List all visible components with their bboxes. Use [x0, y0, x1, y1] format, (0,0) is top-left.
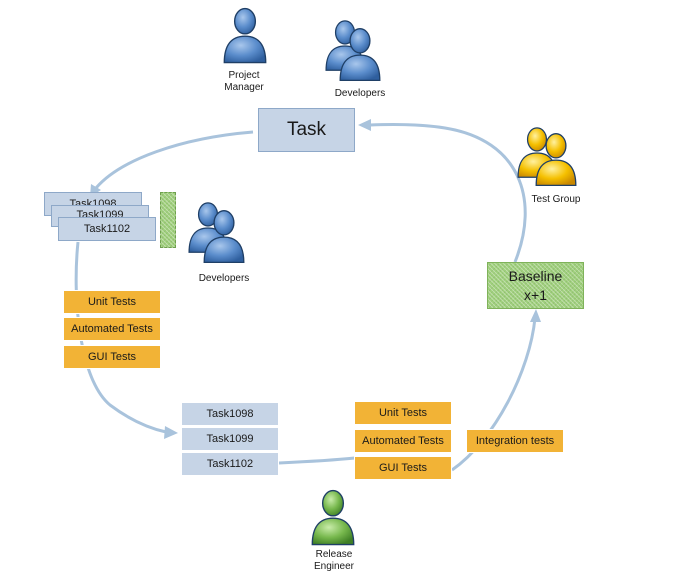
stacked-task-front: Task1102 [58, 217, 156, 241]
baseline-label-line1: Baseline [508, 267, 563, 284]
arrow-tests-to-baseline [451, 317, 537, 472]
bottom-unit-tests-label: Unit Tests [378, 407, 428, 419]
arrowhead-baseline [530, 309, 541, 322]
bottom-unit-tests: Unit Tests [354, 401, 452, 425]
bottom-automated-tests: Automated Tests [354, 429, 452, 453]
arrowhead-bottom-left [164, 426, 178, 439]
release-engineer-icon [311, 489, 355, 546]
integration-tests-box: Integration tests [466, 429, 564, 453]
cycle-arrows [74, 122, 537, 472]
release-engineer-label-line2: Engineer [313, 561, 355, 572]
project-manager-label: Project Manager [214, 70, 274, 94]
project-manager-icon [223, 7, 267, 64]
bottom-task-1098-label: Task1098 [206, 408, 254, 420]
arrowhead-task [358, 119, 371, 131]
test-group-label: Test Group [518, 194, 594, 206]
bottom-task-1098: Task1098 [181, 402, 279, 426]
bottom-task-1099-label: Task1099 [206, 433, 254, 445]
release-engineer-label: Release Engineer [302, 549, 366, 573]
arrow-task-to-stack [94, 130, 254, 189]
bottom-task-1099: Task1099 [181, 427, 279, 451]
left-gui-tests-label: GUI Tests [87, 351, 137, 363]
arrow-heads [90, 119, 541, 439]
central-task-box: Task [258, 108, 355, 152]
arrow-stack-to-bottom-tasks [74, 241, 167, 434]
stacked-task-front-label: Task1102 [83, 223, 131, 235]
bottom-task-1102: Task1102 [181, 452, 279, 476]
bottom-gui-tests: GUI Tests [354, 456, 452, 480]
left-unit-tests-label: Unit Tests [87, 296, 137, 308]
developers-top-label: Developers [322, 88, 398, 100]
project-manager-label-line1: Project [228, 70, 260, 81]
developers-left-icon [188, 202, 245, 264]
bottom-task-1102-label: Task1102 [206, 458, 254, 470]
test-group-label-text: Test Group [531, 194, 581, 205]
bottom-automated-tests-label: Automated Tests [362, 435, 444, 447]
developers-left-label: Developers [186, 273, 262, 285]
integration-tests-label: Integration tests [475, 435, 555, 447]
test-group-icon [517, 127, 577, 187]
arrow-baseline-to-task [369, 122, 527, 263]
arrow-bottom-connector [278, 456, 356, 465]
project-manager-label-line2: Manager [224, 82, 264, 93]
bottom-gui-tests-label: GUI Tests [378, 462, 428, 474]
developers-top-label-text: Developers [334, 88, 386, 99]
release-engineer-label-line1: Release [315, 549, 353, 560]
left-gui-tests: GUI Tests [63, 345, 161, 369]
baseline-box: Baseline x+1 [487, 262, 584, 309]
left-automated-tests: Automated Tests [63, 317, 161, 341]
developers-top-icon [325, 20, 381, 82]
central-task-label: Task [286, 119, 327, 140]
developers-left-label-text: Developers [198, 273, 250, 284]
baseline-label-line2: x+1 [524, 286, 547, 303]
stacked-task-status-strip [160, 192, 176, 248]
left-automated-tests-label: Automated Tests [71, 323, 153, 335]
left-unit-tests: Unit Tests [63, 290, 161, 314]
